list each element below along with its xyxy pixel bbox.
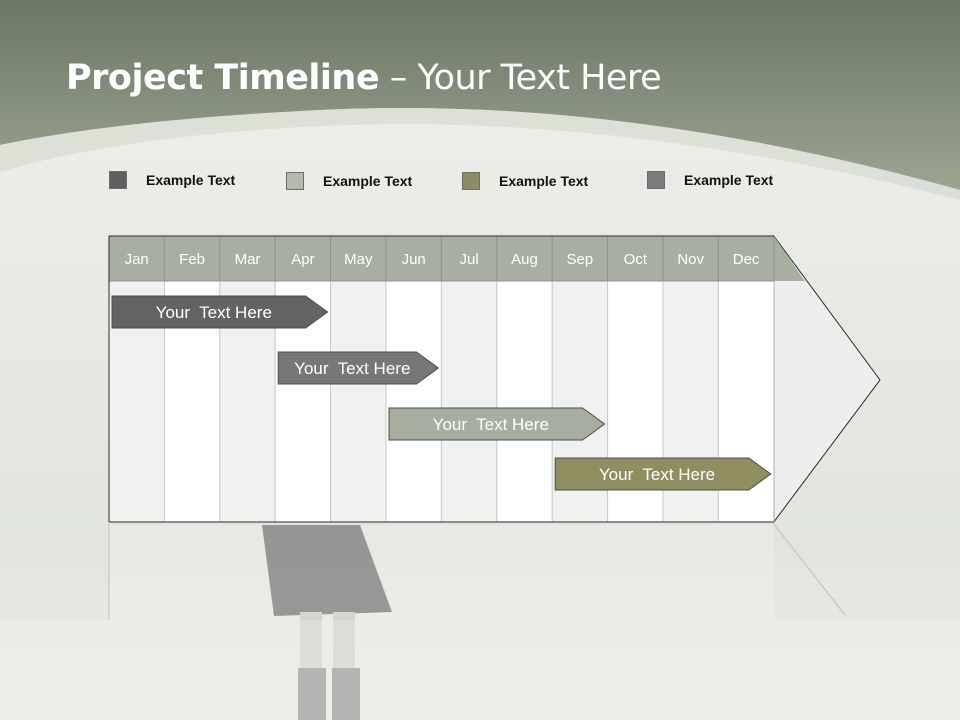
month-header <box>607 235 664 282</box>
month-label: Nov <box>677 251 704 268</box>
timeline-arrow-head-band <box>773 236 805 281</box>
task-bar <box>388 407 606 441</box>
timeline-reflection <box>109 525 774 620</box>
task-bar-label: Your Text Here <box>599 465 715 484</box>
month-label: Dec <box>733 251 760 268</box>
month-label: Aug <box>511 251 538 268</box>
timeline-reflection <box>108 523 846 620</box>
page-title: Project Timeline – Your Text Here <box>66 58 662 98</box>
timeline-frame <box>108 235 774 523</box>
month-label: Jul <box>460 251 479 268</box>
month-header <box>219 235 276 282</box>
month-header <box>496 235 553 282</box>
month-header <box>662 235 719 282</box>
month-label: Feb <box>179 251 205 268</box>
month-label: Oct <box>624 251 648 268</box>
legend-label: Example Text <box>684 172 774 188</box>
month-label: Sep <box>567 251 594 268</box>
legend-item: Example Text <box>286 171 412 191</box>
legend-swatch <box>286 172 304 190</box>
legend-swatch <box>647 171 665 189</box>
title-rest: – Your Text Here <box>379 58 662 98</box>
month-header <box>385 235 442 282</box>
month-header <box>551 235 609 282</box>
task-bar-label: Your Text Here <box>156 303 272 322</box>
legend-swatch <box>462 172 480 190</box>
month-label: May <box>344 251 373 268</box>
legend-swatch <box>109 171 127 189</box>
legend-label: Example Text <box>499 173 589 189</box>
month-label: Apr <box>291 251 314 268</box>
month-label: Jun <box>402 251 426 268</box>
month-header <box>330 235 387 282</box>
month-column <box>496 280 553 523</box>
month-label: Mar <box>235 251 261 268</box>
legend-label: Example Text <box>146 172 236 188</box>
month-header <box>440 235 498 282</box>
task-bar-label: Your Text Here <box>433 415 549 434</box>
month-header <box>717 235 775 282</box>
month-column <box>385 280 442 523</box>
month-column <box>440 280 498 523</box>
task-bar <box>111 295 329 329</box>
task-bar-label: Your Text Here <box>294 359 410 378</box>
legend-item: Example Text <box>647 170 773 190</box>
legend-label: Example Text <box>323 173 413 189</box>
task-bar <box>277 351 440 385</box>
legend-item: Example Text <box>462 171 588 191</box>
month-label: Jan <box>125 251 149 268</box>
title-bold: Project Timeline <box>66 58 380 98</box>
legend-item: Example Text <box>109 170 235 190</box>
month-header <box>274 235 332 282</box>
month-column <box>330 280 387 523</box>
task-bar <box>554 457 772 491</box>
